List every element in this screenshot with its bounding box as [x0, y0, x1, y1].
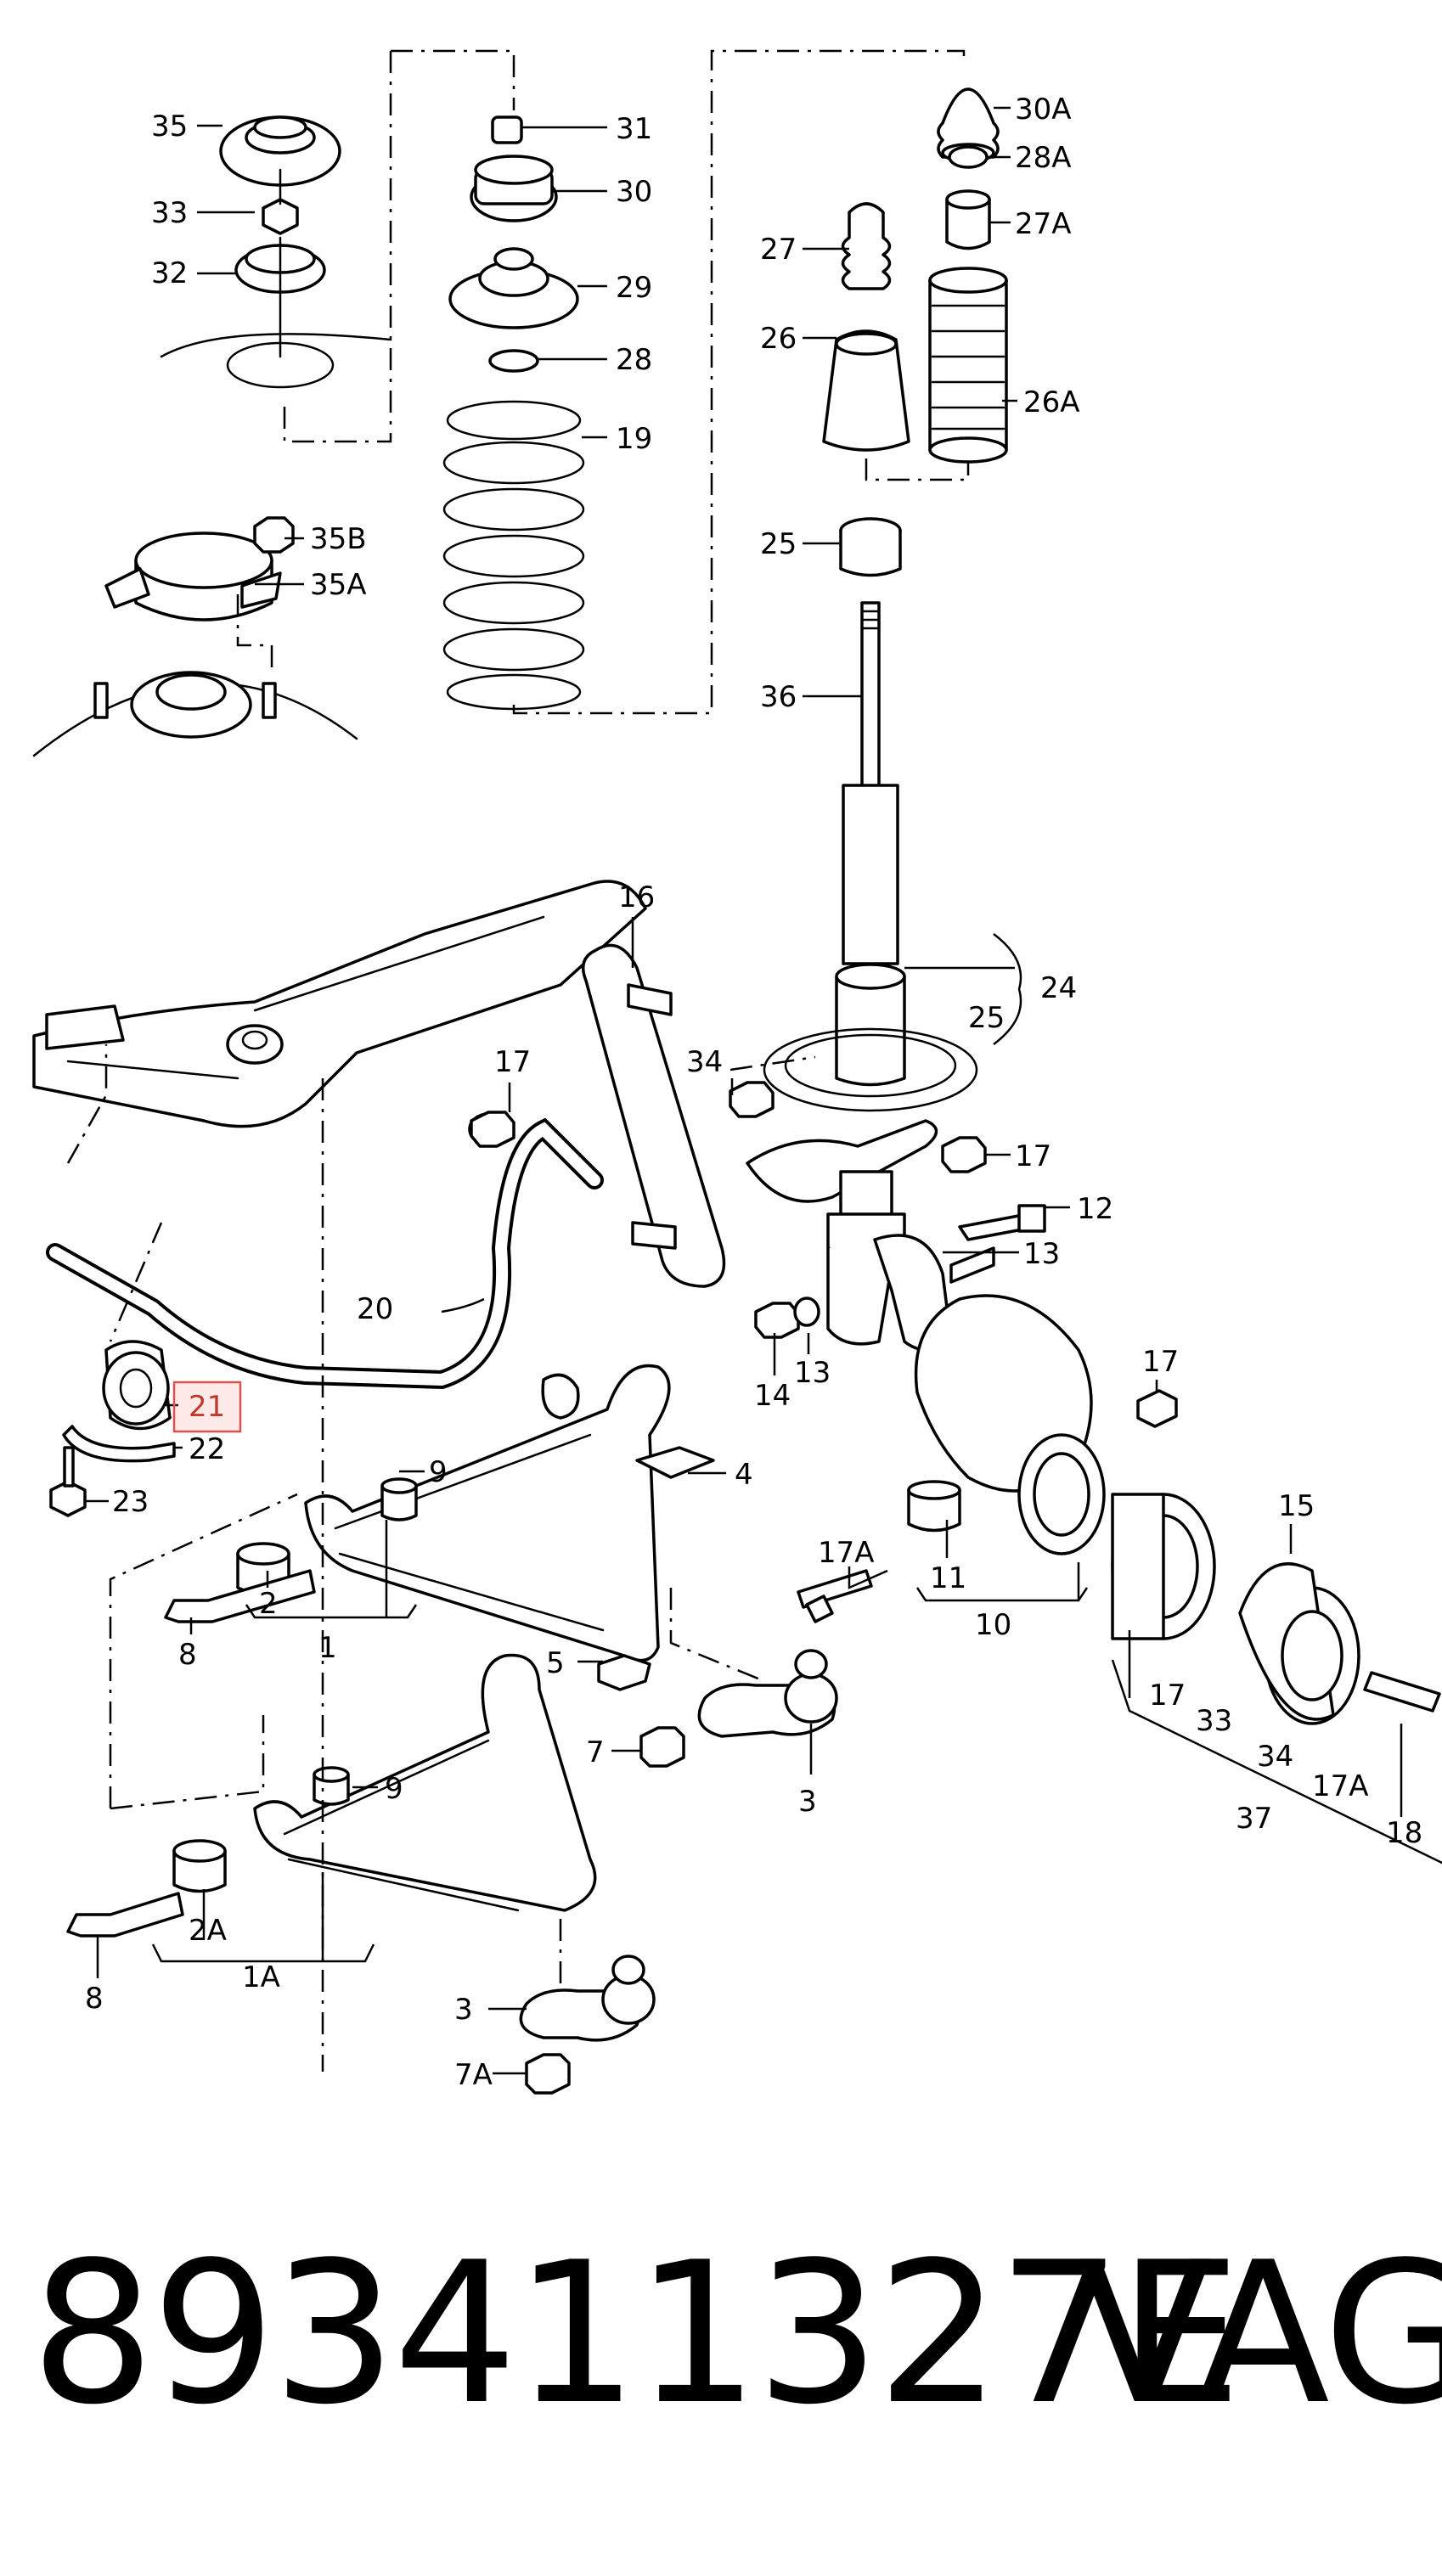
callout-11: 11	[930, 1561, 966, 1595]
callout-9-lower: 9	[385, 1772, 403, 1806]
callout-10: 10	[975, 1608, 1011, 1642]
callout-labels: 35 33 32 31 30 29 28 19 30A 28A 27A 27 2…	[85, 93, 1422, 2092]
callout-32: 32	[151, 256, 188, 290]
spring-column	[283, 49, 966, 715]
callout-34-hub: 34	[1257, 1740, 1293, 1774]
callout-33-hub: 33	[1196, 1704, 1232, 1738]
ball-joint-3	[597, 1649, 838, 1768]
callout-20: 20	[357, 1292, 393, 1326]
callout-29: 29	[616, 271, 652, 305]
callout-17-hub: 17	[1149, 1679, 1186, 1713]
part-number: 893411327E	[31, 2221, 1242, 2448]
callout-5: 5	[546, 1646, 565, 1680]
callout-9-upper: 9	[429, 1455, 448, 1489]
knuckle-hub	[907, 1246, 1441, 1725]
callout-35A: 35A	[310, 568, 367, 602]
callout-34: 34	[686, 1045, 723, 1079]
callout-18: 18	[1386, 1816, 1422, 1850]
callout-26A: 26A	[1023, 385, 1080, 419]
dash-line-f	[669, 1588, 765, 1683]
callout-7A: 7A	[454, 2058, 493, 2092]
lower-control-arm-1	[164, 1364, 715, 1662]
lower-control-arm-1A	[66, 1653, 656, 2095]
strut-mount-group	[160, 115, 392, 389]
callout-2: 2	[259, 1587, 278, 1621]
suspension-exploded-diagram: 35 33 32 31 30 29 28 19 30A 28A 27A 27 2…	[32, 49, 1442, 2095]
callout-37: 37	[1236, 1802, 1272, 1836]
callout-31: 31	[616, 112, 652, 146]
shock-absorber	[839, 517, 902, 965]
callout-36: 36	[760, 680, 797, 714]
bumpstop-column	[822, 87, 1008, 481]
callout-25-strut: 25	[968, 1001, 1005, 1035]
callout-30: 30	[616, 175, 652, 209]
dash-line-e	[110, 1715, 265, 1810]
callout-1: 1	[318, 1631, 337, 1665]
strut-assembly	[746, 963, 978, 1352]
callout-8-upper: 8	[178, 1638, 197, 1672]
body-mount-group	[32, 516, 358, 757]
callout-17A: 17A	[818, 1536, 875, 1570]
callout-2A: 2A	[189, 1914, 227, 1948]
callout-26: 26	[760, 322, 797, 356]
callout-16: 16	[618, 880, 655, 914]
highlight-box-21	[172, 1381, 242, 1433]
brand-name: VAG	[1079, 2221, 1442, 2448]
callout-17-knuckle: 17	[1142, 1345, 1179, 1379]
callout-33: 33	[151, 196, 188, 230]
callout-24: 24	[1040, 971, 1077, 1005]
leader-lines	[85, 106, 1442, 2075]
callout-13-lower: 13	[794, 1356, 831, 1390]
callout-22: 22	[189, 1432, 225, 1466]
callout-23: 23	[112, 1485, 149, 1519]
callout-28A: 28A	[1015, 141, 1072, 175]
callout-35B: 35B	[310, 522, 367, 556]
nuts-bolts	[470, 1081, 1046, 1623]
callout-28: 28	[616, 343, 652, 377]
callout-25: 25	[760, 527, 797, 561]
callout-17A-hub: 17A	[1312, 1769, 1369, 1803]
callout-13: 13	[1023, 1237, 1060, 1271]
callout-17-strut: 17	[1015, 1139, 1051, 1173]
callout-27A: 27A	[1015, 207, 1072, 241]
callout-15: 15	[1278, 1489, 1315, 1523]
anti-roll-bar	[46, 943, 726, 1390]
callout-21: 21	[189, 1390, 225, 1424]
callout-35: 35	[151, 110, 188, 143]
subframe	[32, 880, 647, 1128]
callout-3-lower: 3	[454, 1993, 473, 2027]
callout-14: 14	[754, 1379, 791, 1413]
dash-line-h	[729, 1055, 816, 1071]
callout-3-upper: 3	[798, 1785, 817, 1819]
callout-30A: 30A	[1015, 93, 1072, 127]
callout-1A: 1A	[242, 1960, 280, 1994]
bushing-21-group	[49, 1340, 176, 1517]
dash-line-d	[109, 1493, 298, 1808]
callout-4: 4	[735, 1458, 753, 1492]
callout-8-lower: 8	[85, 1982, 104, 2016]
callout-19: 19	[616, 422, 652, 456]
callout-17-left: 17	[494, 1045, 531, 1079]
footer: 893411327E VAG	[0, 2224, 1442, 2479]
dash-line-b	[109, 1222, 163, 1342]
callout-12: 12	[1077, 1192, 1113, 1226]
callout-27: 27	[760, 233, 797, 267]
callout-7: 7	[586, 1735, 605, 1769]
